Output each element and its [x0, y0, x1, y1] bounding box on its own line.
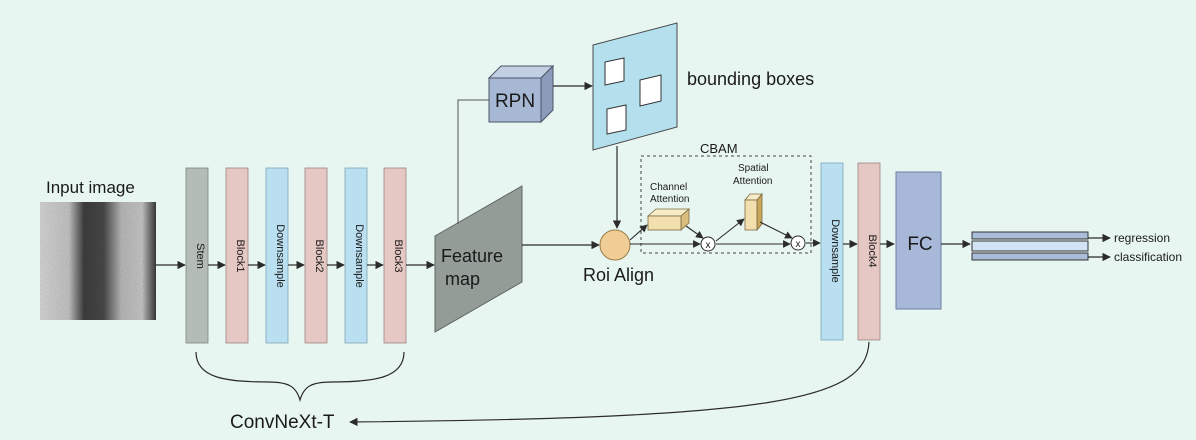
downsample3: Downsample [820, 162, 844, 341]
roi-align-node [599, 229, 631, 261]
spatial-attention-label-line2: Attention [733, 176, 772, 187]
block2-label: Block2 [313, 239, 325, 272]
multiply-symbol-2: x [796, 239, 801, 250]
channel-attention-label-line1: Channel [650, 182, 687, 193]
fc-label: FC [907, 234, 932, 255]
channel-attention-label-line2: Attention [650, 194, 689, 205]
block3: Block3 [383, 167, 407, 344]
classification-label: classification [1114, 250, 1182, 264]
cbam-box [640, 155, 812, 254]
block1-label: Block1 [234, 239, 246, 272]
block4-to-convnext-arrow [349, 341, 870, 427]
input-image-label: Input image [46, 178, 135, 197]
block2: Block2 [304, 167, 328, 344]
spatial-attention-label-line1: Spatial [738, 163, 769, 174]
stem-block: Stem [185, 167, 209, 344]
channel-attention-block [646, 208, 691, 231]
feature-map: Feature map [434, 185, 523, 333]
input-image [40, 202, 156, 320]
multiply-node-1: x [700, 236, 716, 252]
block4: Block4 [857, 162, 881, 341]
feature-to-rpn-connector [457, 99, 489, 224]
roi-align-label: Roi Align [583, 265, 654, 285]
multiply-symbol-1: x [706, 240, 711, 251]
fc-block: FC [895, 171, 942, 310]
spatial-attention-block [744, 192, 763, 232]
downsample3-label: Downsample [829, 219, 841, 283]
rpn-label: RPN [495, 91, 535, 112]
convnext-label: ConvNeXt-T [230, 412, 335, 433]
multiply-node-2: x [790, 235, 806, 251]
downsample2: Downsample [344, 167, 368, 344]
output-bars [971, 231, 1089, 261]
feature-map-label-line1: Feature [441, 246, 503, 266]
bounding-boxes-label: bounding boxes [687, 69, 814, 89]
cbam-label: CBAM [700, 141, 738, 156]
cbam-flow-arrows [629, 218, 821, 248]
regression-label: regression [1114, 231, 1170, 245]
block1: Block1 [225, 167, 249, 344]
downsample2-label: Downsample [353, 224, 365, 288]
stem-label: Stem [194, 243, 206, 269]
downsample1-label: Downsample [274, 224, 286, 288]
block3-label: Block3 [392, 239, 404, 272]
convnext-brace [195, 351, 405, 403]
rpn-cube: RPN [487, 64, 555, 124]
downsample1: Downsample [265, 167, 289, 344]
bounding-boxes-panel [592, 22, 678, 151]
feature-map-label-line2: map [445, 269, 480, 289]
block4-label: Block4 [866, 234, 878, 267]
